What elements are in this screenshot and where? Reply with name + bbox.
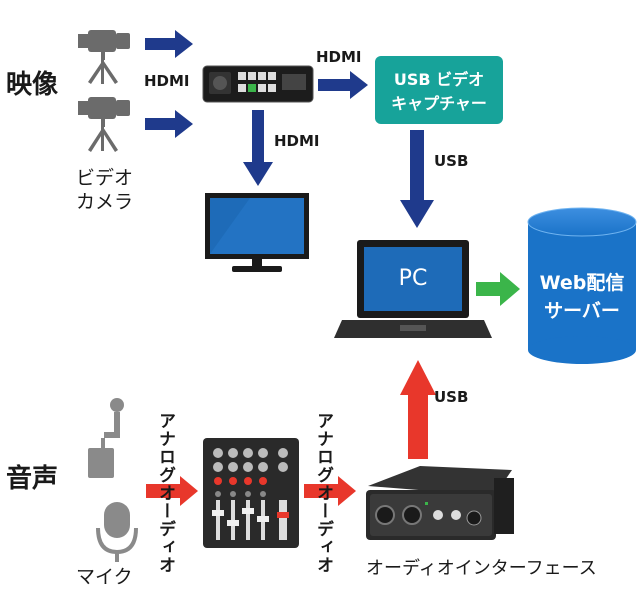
usb-lower-label: USB bbox=[434, 388, 469, 406]
camera-label-line1: ビデオ bbox=[76, 167, 134, 189]
usb-capture-label-line1: USB ビデオ bbox=[393, 70, 485, 89]
arrow-camera1-to-switcher bbox=[145, 30, 193, 58]
arrow-capture-to-pc bbox=[400, 130, 434, 228]
hdmi-top-label: HDMI bbox=[316, 48, 362, 66]
arrow-switcher-to-capture bbox=[318, 71, 368, 99]
arrow-camera2-to-switcher bbox=[145, 110, 193, 138]
mixer-icon bbox=[203, 438, 299, 548]
video-camera-icon bbox=[78, 97, 130, 152]
audio-section-label: 音声 bbox=[6, 464, 59, 494]
audio-interface-label: オーディオインターフェース bbox=[366, 558, 597, 579]
audio-interface-icon bbox=[366, 466, 514, 540]
server-label-line1: Web配信 bbox=[539, 272, 625, 294]
microphone-icon bbox=[88, 398, 138, 562]
mic-label: マイク bbox=[76, 566, 133, 588]
server-label-line2: サーバー bbox=[544, 300, 620, 322]
arrow-pc-to-server bbox=[476, 272, 520, 306]
video-camera-icon bbox=[78, 30, 130, 84]
analog-audio-right-label: アナログオーディオ bbox=[313, 412, 333, 574]
arrow-mixer-to-interface bbox=[304, 476, 356, 506]
usb-upper-label: USB bbox=[434, 152, 469, 170]
camera-label-line2: カメラ bbox=[76, 191, 134, 213]
monitor-icon bbox=[205, 193, 309, 272]
server-cylinder-icon bbox=[527, 207, 637, 364]
usb-capture-label-line2: キャプチャー bbox=[391, 94, 487, 113]
hdmi-down-label: HDMI bbox=[274, 132, 320, 150]
analog-audio-left-label: アナログオーディオ bbox=[155, 412, 175, 574]
hdmi-camera-label: HDMI bbox=[144, 72, 190, 90]
video-switcher-icon bbox=[202, 65, 314, 103]
arrow-switcher-to-monitor bbox=[243, 110, 273, 186]
usb-capture-box bbox=[375, 56, 503, 124]
arrow-mic-to-mixer bbox=[146, 476, 198, 506]
arrow-interface-to-pc bbox=[400, 360, 436, 459]
laptop-icon bbox=[334, 240, 492, 338]
pc-label: PC bbox=[398, 266, 428, 291]
video-section-label: 映像 bbox=[6, 70, 59, 100]
